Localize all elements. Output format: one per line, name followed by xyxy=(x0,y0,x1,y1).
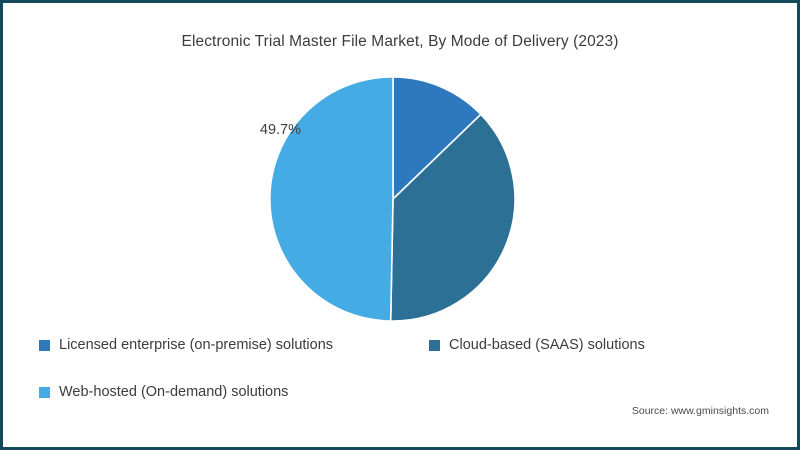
legend-item-cloud-based[interactable]: Cloud-based (SAAS) solutions xyxy=(429,337,645,353)
legend-swatch-icon xyxy=(39,339,50,351)
legend-row: Licensed enterprise (on-premise) solutio… xyxy=(39,337,759,384)
pie-slice-cloud-based[interactable] xyxy=(389,113,516,322)
legend-item-web-hosted[interactable]: Web-hosted (On-demand) solutions xyxy=(39,384,429,400)
legend-label: Web-hosted (On-demand) solutions xyxy=(59,384,289,400)
pie-chart-svg xyxy=(269,76,516,322)
chart-title: Electronic Trial Master File Market, By … xyxy=(181,33,619,50)
source-attribution: Source: www.gminsights.com xyxy=(631,405,769,417)
pie-slice-web-hosted[interactable] xyxy=(269,76,394,322)
legend-label: Cloud-based (SAAS) solutions xyxy=(449,337,645,353)
pie-slice-percentage-label: 49.7% xyxy=(259,122,301,138)
legend-swatch-icon xyxy=(429,339,440,351)
chart-legend: Licensed enterprise (on-premise) solutio… xyxy=(39,337,759,431)
pie-chart-area: 49.7% xyxy=(3,3,797,333)
pie-slice-licensed-enterprise[interactable] xyxy=(392,76,482,201)
legend-item-licensed-enterprise[interactable]: Licensed enterprise (on-premise) solutio… xyxy=(39,337,429,353)
legend-label: Licensed enterprise (on-premise) solutio… xyxy=(59,337,334,353)
legend-swatch-icon xyxy=(39,386,50,398)
legend-row: Web-hosted (On-demand) solutions xyxy=(39,384,759,431)
